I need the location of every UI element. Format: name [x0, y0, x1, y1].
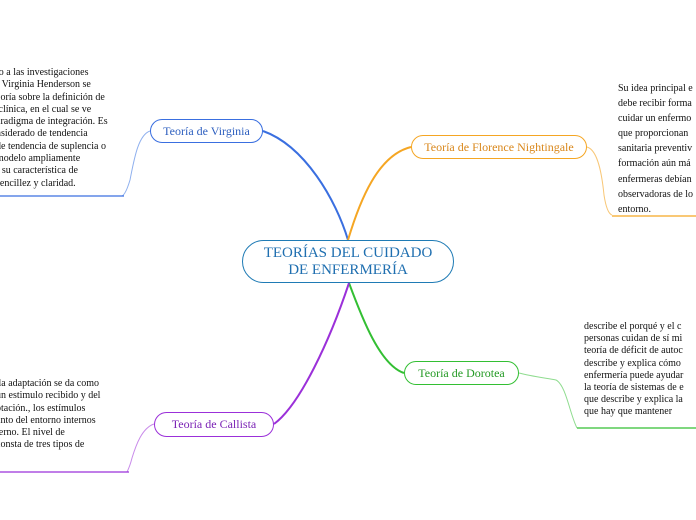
- note-line: clínica, en el cual se ve: [0, 103, 92, 115]
- note-line: ptación., los estímulos: [0, 402, 86, 414]
- note-link-callista: [126, 423, 155, 473]
- connector-virginia: [262, 130, 349, 241]
- note-line: debe recibir forma: [618, 98, 692, 110]
- note-line: anto del entorno internos: [0, 414, 96, 426]
- note-link-virginia: [121, 130, 151, 197]
- note-line: que hay que mantener: [584, 406, 673, 418]
- note-line: sanitaria preventiv: [618, 143, 693, 155]
- note-line: to a las investigaciones: [0, 67, 89, 78]
- note-line: teoría de déficit de autoc: [584, 345, 683, 357]
- note-line: la adaptación se da como: [0, 378, 100, 389]
- branch-florence[interactable]: Teoría de Florence Nightingale: [411, 135, 587, 159]
- note-line: personas cuidan de sí mi: [584, 333, 683, 345]
- note-line: consta de tres tipos de: [0, 439, 85, 451]
- note-line: cuidar un enfermo: [618, 113, 692, 125]
- note-line: r su característica de: [0, 165, 78, 177]
- note-line: enfermería puede ayudar: [584, 369, 684, 381]
- note-line: observadoras de lo: [618, 188, 693, 200]
- connector-florence: [347, 146, 412, 241]
- note-line: eoría sobre la definición de: [0, 91, 105, 103]
- central-topic[interactable]: TEORÍAS DEL CUIDADO DE ENFERMERÍA: [242, 240, 454, 283]
- note-line: que proporcionan: [618, 128, 689, 140]
- note-line: un estimulo recibido y del: [0, 390, 101, 402]
- note-line: nsiderado de tendencia: [0, 128, 88, 140]
- connector-callista: [273, 282, 350, 425]
- branch-virginia[interactable]: Teoría de Virginia: [150, 119, 263, 143]
- central-topic-line1: TEORÍAS DEL CUIDADO: [263, 244, 433, 261]
- note-line: enfermeras debían: [618, 173, 692, 185]
- note-line: de tendencia de suplencia o: [0, 140, 106, 152]
- branch-callista[interactable]: Teoría de Callista: [154, 412, 274, 437]
- note-line: sencillez y claridad.: [0, 177, 76, 189]
- note-line: r Virginia Henderson se: [0, 79, 91, 91]
- note-line: modelo ampliamente: [0, 153, 81, 165]
- central-topic-line2: DE ENFERMERÍA: [288, 261, 408, 278]
- note-line: Su idea principal e: [618, 83, 693, 94]
- connector-dorotea: [348, 282, 405, 374]
- note-florence[interactable]: Su idea principal e debe recibir forma cui…: [618, 81, 693, 217]
- note-link-florence: [586, 146, 613, 216]
- note-line: aradigma de integración. Es: [0, 116, 108, 128]
- note-line: que describe y explica la: [584, 394, 683, 406]
- note-link-dorotea: [518, 372, 578, 429]
- note-line: terno. El nivel de: [0, 427, 65, 439]
- note-line: describe y explica cómo: [584, 357, 681, 369]
- note-line: describe el porqué y el c: [584, 321, 682, 332]
- note-line: entorno.: [618, 203, 652, 215]
- note-line: la teoría de sistemas de e: [584, 382, 684, 394]
- note-line: formación aún má: [618, 158, 691, 170]
- branch-dorotea[interactable]: Teoría de Dorotea: [404, 361, 519, 385]
